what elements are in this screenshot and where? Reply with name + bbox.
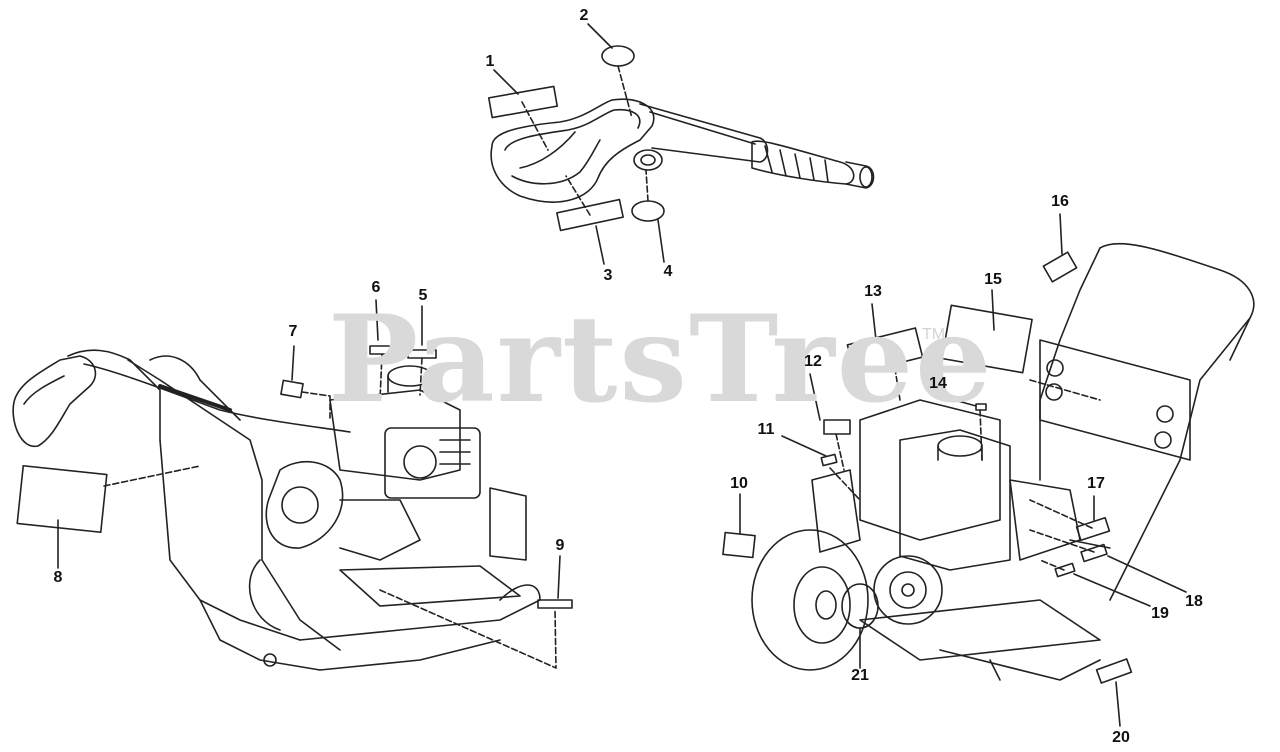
callout-19: 19 <box>1151 605 1169 622</box>
spray-gun-drawing <box>487 23 875 265</box>
callout-11: 11 <box>757 421 775 438</box>
callout-2: 2 <box>579 7 589 24</box>
callout-8: 8 <box>53 569 63 586</box>
callout-16: 16 <box>1051 193 1069 210</box>
callout-6: 6 <box>371 279 381 296</box>
callout-14: 14 <box>929 375 947 392</box>
callout-17: 17 <box>1087 475 1105 492</box>
partstree-watermark: PartsTree <box>328 289 994 430</box>
callout-1: 1 <box>485 53 495 70</box>
callout-9: 9 <box>555 537 565 554</box>
callout-18: 18 <box>1185 593 1203 610</box>
callout-10: 10 <box>730 475 748 492</box>
callout-5: 5 <box>418 287 428 304</box>
callout-7: 7 <box>288 323 298 340</box>
callout-3: 3 <box>603 267 613 284</box>
left-pressure-washer-drawing <box>12 299 573 671</box>
callout-4: 4 <box>663 263 673 280</box>
callout-15: 15 <box>984 271 1002 288</box>
callout-21: 21 <box>851 667 869 684</box>
callout-12: 12 <box>804 353 822 370</box>
trademark-mark: TM <box>922 326 946 343</box>
right-pressure-washer-drawing <box>722 213 1255 727</box>
callout-13: 13 <box>864 283 882 300</box>
callout-20: 20 <box>1112 729 1130 746</box>
